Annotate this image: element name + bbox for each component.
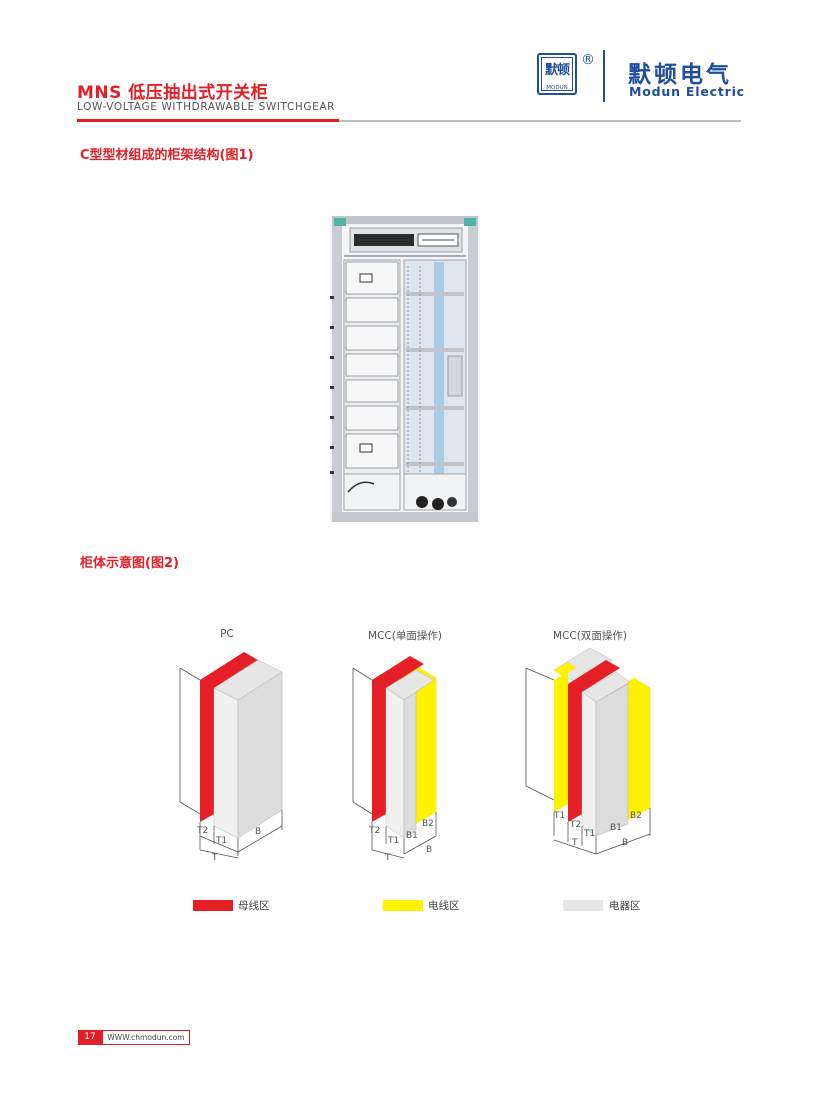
logo-text: 默顿: [544, 63, 570, 78]
brand-logo: 默顿 MODUN: [537, 53, 577, 95]
header-rule: [339, 120, 741, 122]
frame-section-title: C型型材组成的柜架结构(图1): [80, 148, 254, 163]
page-subtitle: LOW-VOLTAGE WITHDRAWABLE SWITCHGEAR: [77, 101, 336, 113]
dim-b1: B1: [406, 831, 418, 841]
page-number: 17: [78, 1030, 102, 1045]
logo-subtext: MODUN: [546, 85, 568, 91]
dim-t: T: [211, 853, 218, 863]
dim-b2: B2: [630, 811, 642, 821]
legend-label-cable: 电线区: [428, 900, 460, 912]
page-title: MNS 低压抽出式开关柜: [77, 83, 269, 103]
dim-t2: T2: [569, 820, 581, 830]
cabinet-frame-photo: [330, 216, 480, 522]
dim-b: B: [255, 827, 261, 837]
legend-swatch-cable: [383, 900, 423, 911]
dim-t1: T1: [553, 811, 565, 821]
dim-t: T: [571, 838, 578, 848]
cabinet-schematics: T2 T1 B T T2 T1 B1 B2 T B: [179, 647, 651, 863]
dim-b1: B1: [610, 823, 622, 833]
diagram-label-mcc-double: MCC(双面操作): [553, 630, 627, 642]
brand-name-en: Modun Electric: [629, 84, 745, 99]
legend-label-device: 电器区: [609, 900, 641, 912]
legend-swatch-busbar: [193, 900, 233, 911]
diagram-label-mcc-single: MCC(单面操作): [368, 630, 442, 642]
mcc-double-cabinet: T1 T2 T1 B1 B2 T B: [525, 647, 651, 855]
logo-divider: [603, 50, 605, 102]
dim-t1: T1: [215, 836, 227, 846]
dim-t: T: [384, 853, 391, 863]
dim-t1-front: T1: [583, 829, 595, 839]
brand-name-cn: 默顿电气: [628, 62, 732, 88]
legend-label-busbar: 母线区: [238, 900, 270, 912]
dim-b2: B2: [422, 819, 434, 829]
dim-b: B: [426, 845, 432, 855]
diagram-label-pc: PC: [220, 628, 234, 640]
footer-url[interactable]: WWW.chmodun.com: [102, 1030, 190, 1045]
pc-cabinet: T2 T1 B T: [179, 652, 283, 863]
dim-t2: T2: [368, 826, 380, 836]
dim-b: B: [622, 838, 628, 848]
header-rule-accent: [77, 119, 339, 122]
mcc-single-cabinet: T2 T1 B1 B2 T B: [352, 656, 437, 863]
dim-t1: T1: [387, 836, 399, 846]
registered-mark: ®: [581, 52, 595, 68]
legend-swatch-device: [563, 900, 603, 911]
dim-t2: T2: [196, 826, 208, 836]
schematic-section-title: 柜体示意图(图2): [80, 556, 179, 571]
